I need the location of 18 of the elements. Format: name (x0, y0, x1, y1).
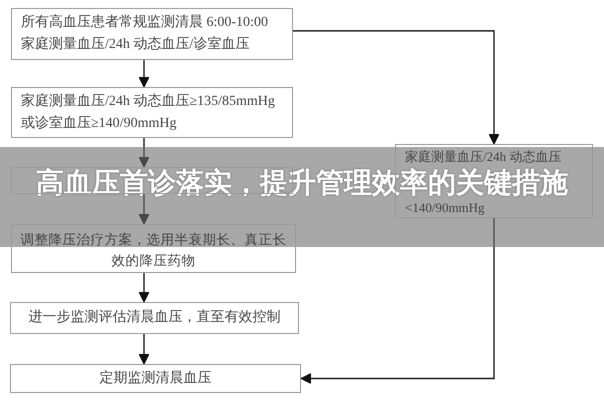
process-box (10, 302, 299, 334)
arrow (138, 138, 150, 168)
step-text: 家庭测量血压/24h 动态血压≥135/85mmHg 或诊室血压≥140/90mmHg (21, 92, 276, 132)
process-box (11, 8, 293, 60)
step-text: 所有高血压患者常规监测清晨 6:00-10:00家庭测量血压/24h 动态血压/诊室血压 (21, 13, 269, 54)
step-text: 定期监测清晨血压 (98, 369, 212, 388)
process-box (11, 87, 293, 138)
arrow (300, 218, 495, 384)
arrow (138, 273, 150, 302)
arrow (138, 60, 150, 88)
step-text: 进一步监测评估清晨血压，直至有效控制 (28, 308, 282, 327)
step-text: <140/90mmHg (405, 198, 486, 216)
arrow (293, 30, 500, 144)
arrow (138, 334, 150, 364)
process-box (11, 224, 296, 273)
step-text: 家庭测量血压/24h 动态血压 (405, 148, 562, 166)
step-text: 调整降压治疗方案，选用半衰期长、真正长效的降压药物 (20, 231, 288, 270)
process-box (10, 364, 301, 393)
